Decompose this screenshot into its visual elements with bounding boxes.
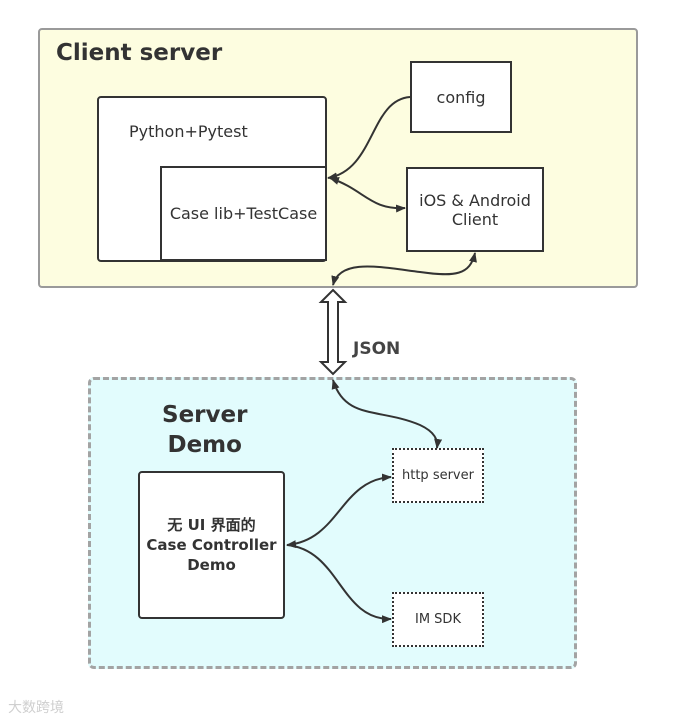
controller-label-line1: 无 UI 界面的 <box>167 516 256 534</box>
config-box[interactable]: config <box>410 61 512 133</box>
controller-to-http-arrow <box>286 473 392 549</box>
case-lib-box[interactable]: Case lib+TestCase <box>160 166 327 261</box>
http-server-label: http server <box>402 468 474 483</box>
server-demo-title-line2: Demo <box>167 432 242 458</box>
im-sdk-box[interactable]: IM SDK <box>392 592 484 647</box>
client-label-line2: Client <box>451 209 499 229</box>
controller-label-line3: Demo <box>187 556 236 574</box>
im-sdk-label: IM SDK <box>415 612 461 627</box>
json-double-arrow <box>318 288 348 376</box>
controller-label-line2: Case Controller <box>146 536 277 554</box>
server-demo-title: Server Demo <box>162 400 247 460</box>
ios-android-client-box[interactable]: iOS & Android Client <box>406 167 544 252</box>
controller-to-sdk-arrow <box>286 544 392 624</box>
case-to-client-arrow <box>329 177 406 213</box>
case-controller-box[interactable]: 无 UI 界面的 Case Controller Demo <box>138 471 285 619</box>
http-server-box[interactable]: http server <box>392 448 484 503</box>
watermark: 大数跨境 <box>8 700 64 716</box>
client-server-title: Client server <box>56 40 223 66</box>
case-lib-label: Case lib+TestCase <box>169 204 318 223</box>
server-demo-title-line1: Server <box>162 402 248 428</box>
json-label: JSON <box>353 339 401 359</box>
client-to-link-arrow <box>331 252 477 286</box>
python-pytest-label: Python+Pytest <box>129 122 248 141</box>
config-label: config <box>436 87 486 107</box>
client-label-line1: iOS & Android <box>419 190 531 210</box>
config-to-case-arrow <box>327 96 411 181</box>
link-to-http-arrow <box>331 379 443 449</box>
